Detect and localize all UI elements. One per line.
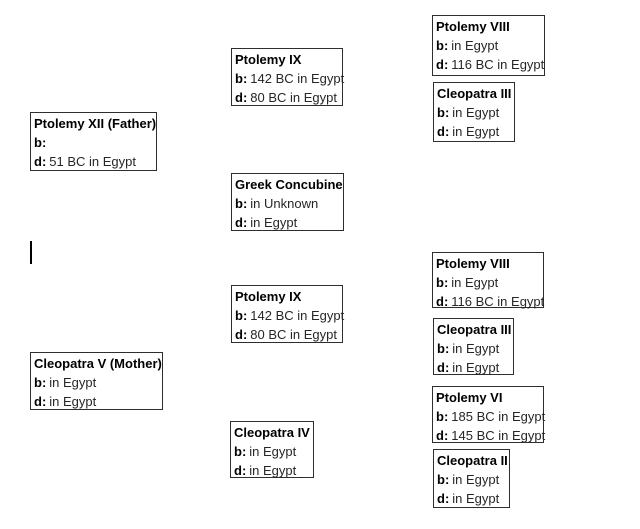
person-box-ptolemy-ix-mid[interactable]: Ptolemy IX b:142 BC in Egypt d:80 BC in … — [231, 285, 345, 344]
death-row: d:80 BC in Egypt — [235, 88, 341, 107]
person-box-ptolemy-vi[interactable]: Ptolemy VI b:185 BC in Egypt d:145 BC in… — [432, 386, 546, 445]
death-value: 51 BC in Egypt — [49, 154, 136, 169]
death-row: d:in Egypt — [437, 489, 508, 508]
death-label: d: — [34, 394, 47, 409]
person-name: Ptolemy VI — [436, 390, 503, 405]
death-row: d:51 BC in Egypt — [34, 152, 155, 171]
death-row: d:80 BC in Egypt — [235, 325, 341, 344]
death-row: d:in Egypt — [437, 358, 512, 377]
person-name: Ptolemy VIII — [436, 19, 510, 34]
death-row: d:in Egypt — [235, 213, 342, 232]
death-value: in Egypt — [249, 463, 297, 478]
person-box-ptolemy-ix-top[interactable]: Ptolemy IX b:142 BC in Egypt d:80 BC in … — [231, 48, 345, 107]
birth-value: in Egypt — [249, 444, 297, 459]
death-row: d:in Egypt — [34, 392, 161, 411]
death-row: d:116 BC in Egypt — [436, 292, 545, 311]
person-name: Ptolemy IX — [235, 289, 302, 304]
person-name: Cleopatra V (Mother) — [34, 356, 162, 371]
birth-value: in Egypt — [452, 341, 500, 356]
death-value: 116 BC in Egypt — [451, 57, 545, 72]
birth-row: b:142 BC in Egypt — [235, 69, 345, 88]
birth-value: in Egypt — [452, 472, 500, 487]
birth-row: b:185 BC in Egypt — [436, 407, 546, 426]
death-value: in Egypt — [49, 394, 97, 409]
birth-row: b:in Egypt — [34, 373, 161, 392]
death-row: d:145 BC in Egypt — [436, 426, 546, 445]
birth-label: b: — [437, 105, 450, 120]
birth-row: b:in Egypt — [436, 36, 543, 55]
text-cursor — [30, 241, 32, 264]
person-box-ptolemy-viii-top[interactable]: Ptolemy VIII b:in Egypt d:116 BC in Egyp… — [432, 15, 545, 76]
person-box-greek-concubine[interactable]: Greek Concubine b:in Unknown d:in Egypt — [231, 173, 344, 231]
person-name: Ptolemy XII (Father) — [34, 116, 157, 131]
birth-label: b: — [436, 409, 449, 424]
death-value: in Egypt — [452, 491, 500, 506]
birth-value: 142 BC in Egypt — [250, 71, 345, 86]
birth-label: b: — [437, 472, 450, 487]
death-label: d: — [437, 124, 450, 139]
birth-label: b: — [436, 275, 449, 290]
person-box-cleopatra-iii-mid[interactable]: Cleopatra III b:in Egypt d:in Egypt — [433, 318, 514, 375]
person-box-cleopatra-iii-top[interactable]: Cleopatra III b:in Egypt d:in Egypt — [433, 82, 515, 142]
birth-row: b:in Unknown — [235, 194, 342, 213]
birth-label: b: — [235, 196, 248, 211]
person-box-ptolemy-viii-mid[interactable]: Ptolemy VIII b:in Egypt d:116 BC in Egyp… — [432, 252, 545, 311]
birth-label: b: — [34, 135, 47, 150]
death-value: 116 BC in Egypt — [451, 294, 545, 309]
birth-label: b: — [437, 341, 450, 356]
death-label: d: — [437, 360, 450, 375]
death-label: d: — [235, 215, 248, 230]
birth-label: b: — [235, 71, 248, 86]
death-value: 145 BC in Egypt — [451, 428, 546, 443]
death-label: d: — [34, 154, 47, 169]
birth-row: b:in Egypt — [437, 339, 512, 358]
person-name: Ptolemy IX — [235, 52, 302, 67]
person-name: Cleopatra II — [437, 453, 508, 468]
death-row: d:in Egypt — [437, 122, 513, 141]
person-box-cleopatra-ii[interactable]: Cleopatra II b:in Egypt d:in Egypt — [433, 449, 510, 508]
death-label: d: — [437, 491, 450, 506]
person-box-ptolemy-xii-father[interactable]: Ptolemy XII (Father) b: d:51 BC in Egypt — [30, 112, 157, 171]
birth-row: b:in Egypt — [234, 442, 312, 461]
person-name: Ptolemy VIII — [436, 256, 510, 271]
person-name: Cleopatra IV — [234, 425, 310, 440]
birth-row: b:in Egypt — [437, 103, 513, 122]
death-label: d: — [234, 463, 247, 478]
death-label: d: — [436, 428, 449, 443]
death-row: d:116 BC in Egypt — [436, 55, 545, 74]
birth-value: 142 BC in Egypt — [250, 308, 345, 323]
death-label: d: — [235, 327, 248, 342]
death-row: d:in Egypt — [234, 461, 312, 480]
birth-label: b: — [234, 444, 247, 459]
birth-value: in Egypt — [49, 375, 97, 390]
death-value: in Egypt — [250, 215, 298, 230]
person-box-cleopatra-iv[interactable]: Cleopatra IV b:in Egypt d:in Egypt — [230, 421, 314, 478]
birth-value: in Unknown — [250, 196, 319, 211]
birth-label: b: — [235, 308, 248, 323]
birth-row: b:in Egypt — [437, 470, 508, 489]
birth-value: in Egypt — [451, 38, 499, 53]
birth-label: b: — [436, 38, 449, 53]
death-value: 80 BC in Egypt — [250, 327, 337, 342]
death-value: in Egypt — [452, 360, 500, 375]
birth-row: b:142 BC in Egypt — [235, 306, 345, 325]
death-value: 80 BC in Egypt — [250, 90, 337, 105]
death-value: in Egypt — [452, 124, 500, 139]
death-label: d: — [235, 90, 248, 105]
birth-row: b:in Egypt — [436, 273, 542, 292]
birth-label: b: — [34, 375, 47, 390]
person-name: Cleopatra III — [437, 322, 512, 337]
death-label: d: — [436, 294, 449, 309]
person-name: Cleopatra III — [437, 86, 512, 101]
birth-row: b: — [34, 133, 155, 152]
person-box-cleopatra-v-mother[interactable]: Cleopatra V (Mother) b:in Egypt d:in Egy… — [30, 352, 163, 410]
birth-value: 185 BC in Egypt — [451, 409, 546, 424]
birth-value: in Egypt — [451, 275, 499, 290]
death-label: d: — [436, 57, 449, 72]
birth-value: in Egypt — [452, 105, 500, 120]
person-name: Greek Concubine — [235, 177, 343, 192]
